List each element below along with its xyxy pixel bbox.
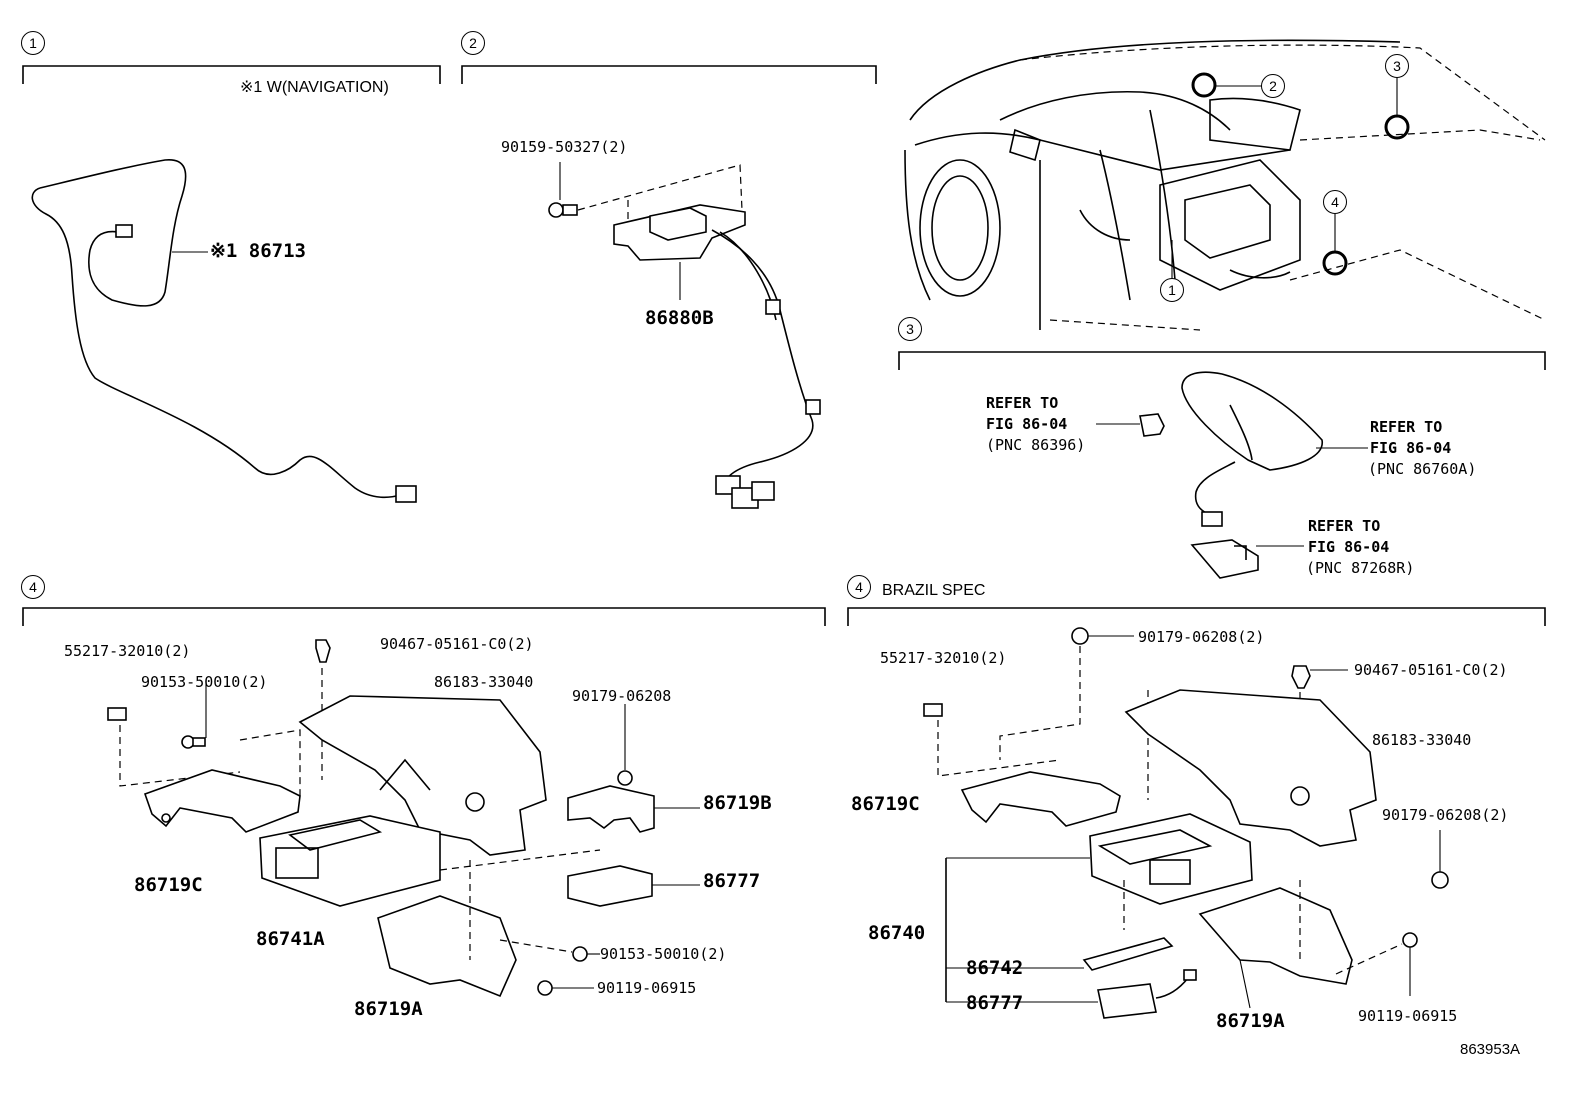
part-90159-50327-label[interactable]: 90159-50327(2) [501, 138, 628, 156]
overview-callout-3: 3 [1385, 54, 1409, 78]
section-1-bracket [22, 65, 441, 84]
overview-callout-2: 2 [1261, 74, 1285, 98]
part-86719C-label[interactable]: 86719C [134, 874, 203, 896]
figure-id: 863953A [1460, 1041, 1521, 1058]
section-3-number: 3 [898, 317, 922, 341]
part-86183-33040-label[interactable]: 86183-33040 [434, 673, 534, 691]
section-4b-number: 4 [847, 575, 871, 599]
navigation-note: ※1 W(NAVIGATION) [240, 79, 389, 96]
section-3-antenna [1096, 371, 1368, 579]
part-90179-06208-label[interactable]: 90179-06208 [572, 687, 672, 705]
brazil-part-90467-05161-label[interactable]: 90467-05161-C0(2) [1354, 661, 1508, 679]
brazil-part-55217-32010-label[interactable]: 55217-32010(2) [880, 649, 1007, 667]
section-2-assembly [548, 162, 821, 509]
refer-note-line: REFER TO [986, 394, 1059, 412]
section-4-bracket [22, 607, 826, 626]
section-1-number: 1 [21, 31, 45, 55]
brazil-part-90179-06208-label[interactable]: 90179-06208(2) [1138, 628, 1265, 646]
refer-note-pnc: (PNC 86396) [986, 436, 1086, 454]
part-86880B-label[interactable]: 86880B [645, 307, 714, 329]
brazil-part-90179-06208-right-label[interactable]: 90179-06208(2) [1382, 806, 1509, 824]
refer-note-fig-link[interactable]: FIG 86-04 [1308, 538, 1390, 556]
brazil-part-90119-06915-label[interactable]: 90119-06915 [1358, 1007, 1458, 1025]
vehicle-overview-illustration [904, 39, 1546, 331]
brazil-spec-title: BRAZIL SPEC [882, 582, 986, 599]
refer-note-line: REFER TO [1370, 418, 1443, 436]
section-4-number: 4 [21, 575, 45, 599]
part-86719B-label[interactable]: 86719B [703, 792, 772, 814]
section-4-assembly [107, 639, 700, 998]
brazil-part-86742-label[interactable]: 86742 [966, 957, 1024, 979]
refer-note-fig-link[interactable]: FIG 86-04 [1370, 439, 1452, 457]
part-55217-32010-label[interactable]: 55217-32010(2) [64, 642, 191, 660]
part-86777-label[interactable]: 86777 [703, 870, 761, 892]
refer-note-line: REFER TO [1308, 517, 1381, 535]
navigation-antenna-cable [31, 159, 417, 503]
brazil-part-86777-label[interactable]: 86777 [966, 992, 1024, 1014]
refer-note-pnc: (PNC 87268R) [1306, 559, 1415, 577]
part-90119-06915-label[interactable]: 90119-06915 [597, 979, 697, 997]
overview-callout-1: 1 [1160, 278, 1184, 302]
brazil-part-86719C-label[interactable]: 86719C [851, 793, 920, 815]
brazil-part-86740-label[interactable]: 86740 [868, 922, 926, 944]
refer-note-pnc: (PNC 86760A) [1368, 460, 1477, 478]
part-90467-05161-label[interactable]: 90467-05161-C0(2) [380, 635, 534, 653]
section-2-bracket [461, 65, 877, 84]
part-86713-label[interactable]: ※1 86713 [210, 240, 306, 262]
section-4b-bracket [847, 607, 1546, 626]
brazil-part-86719A-label[interactable]: 86719A [1216, 1010, 1285, 1032]
part-90153-50010-lower-label[interactable]: 90153-50010(2) [600, 945, 727, 963]
section-3-bracket [898, 351, 1546, 370]
refer-note-86760A: REFER TO FIG 86-04 (PNC 86760A) [1368, 418, 1478, 477]
part-90153-50010-label[interactable]: 90153-50010(2) [141, 673, 268, 691]
part-86741A-label[interactable]: 86741A [256, 928, 325, 950]
brazil-part-86183-33040-label[interactable]: 86183-33040 [1372, 731, 1472, 749]
section-2-number: 2 [461, 31, 485, 55]
section-4b-assembly [923, 627, 1449, 1019]
part-86719A-label[interactable]: 86719A [354, 998, 423, 1020]
refer-note-86396: REFER TO FIG 86-04 (PNC 86396) [986, 394, 1085, 453]
refer-note-87268R: REFER TO FIG 86-04 (PNC 87268R) [1306, 517, 1416, 576]
overview-callout-4: 4 [1323, 190, 1347, 214]
refer-note-fig-link[interactable]: FIG 86-04 [986, 415, 1068, 433]
